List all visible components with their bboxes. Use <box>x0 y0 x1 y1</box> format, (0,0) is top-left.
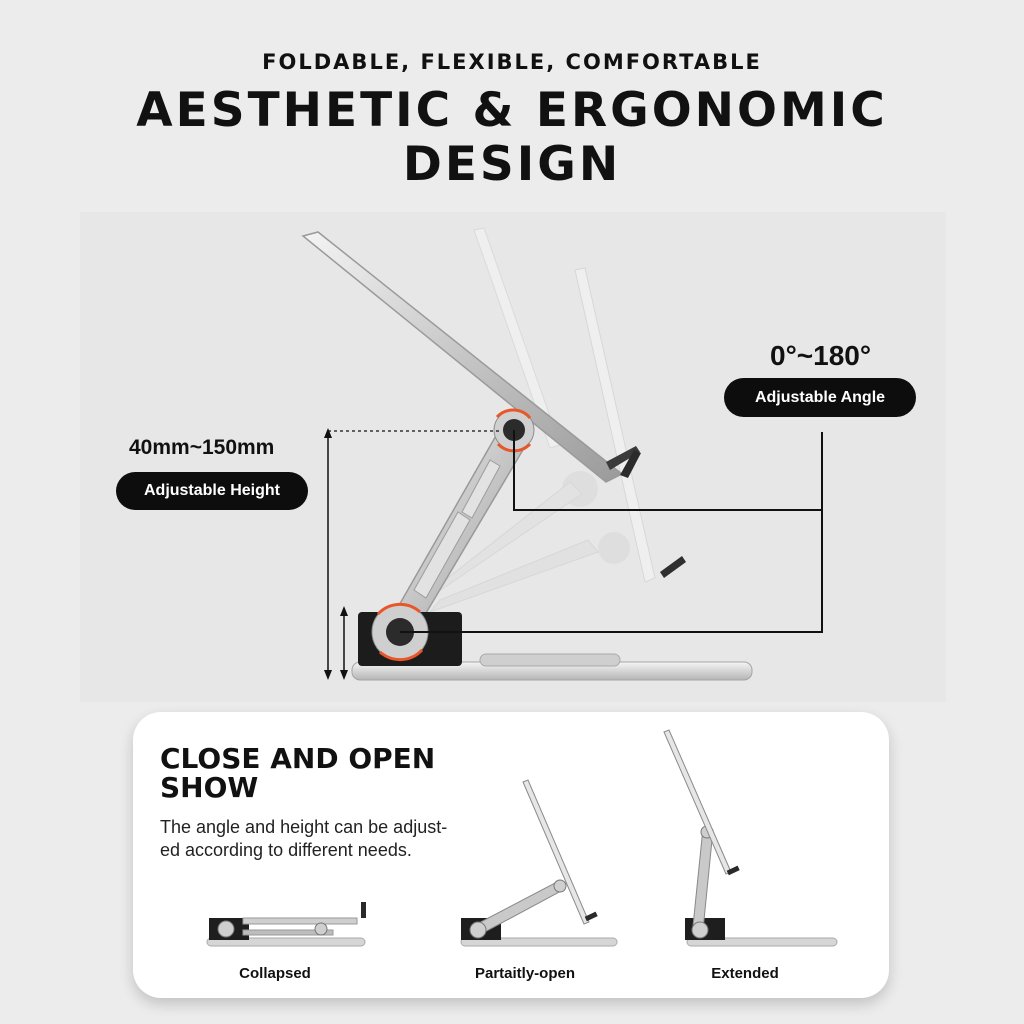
card-title-line-2: SHOW <box>160 771 259 804</box>
state-label-collapsed: Collapsed <box>239 965 311 982</box>
extended-stand <box>663 729 838 947</box>
card-description: The angle and height can be adjust- ed a… <box>160 816 500 862</box>
state-label-extended: Extended <box>711 965 779 982</box>
tray-main <box>301 231 624 483</box>
card-description-line-2: ed according to different needs. <box>160 840 412 860</box>
kicker-text: FOLDABLE, FLEXIBLE, COMFORTABLE <box>262 50 762 74</box>
card-description-line-1: The angle and height can be adjust- <box>160 817 448 837</box>
headline-line-2: DESIGN <box>402 137 622 192</box>
stand-states-illustration <box>206 729 838 947</box>
state-label-partially-open: Partaitly-open <box>474 965 576 982</box>
adjustable-angle-badge: Adjustable Angle <box>724 378 916 417</box>
headline: AESTHETIC & ERGONOMIC DESIGN <box>0 84 1024 192</box>
collapsed-stand <box>206 902 366 947</box>
close-open-card: CLOSE AND OPEN SHOW The angle and height… <box>133 712 889 998</box>
card-title-line-1: CLOSE AND OPEN <box>160 742 436 775</box>
card-title: CLOSE AND OPEN SHOW <box>160 744 520 802</box>
ghost-positions <box>419 227 656 614</box>
height-range-text: 40mm~150mm <box>129 436 275 459</box>
partially-open-stand <box>460 779 618 947</box>
angle-range-text: 0°~180° <box>770 340 872 371</box>
stand-illustration <box>301 227 823 681</box>
adjustable-height-badge: Adjustable Height <box>116 472 308 510</box>
headline-line-1: AESTHETIC & ERGONOMIC <box>136 83 888 138</box>
